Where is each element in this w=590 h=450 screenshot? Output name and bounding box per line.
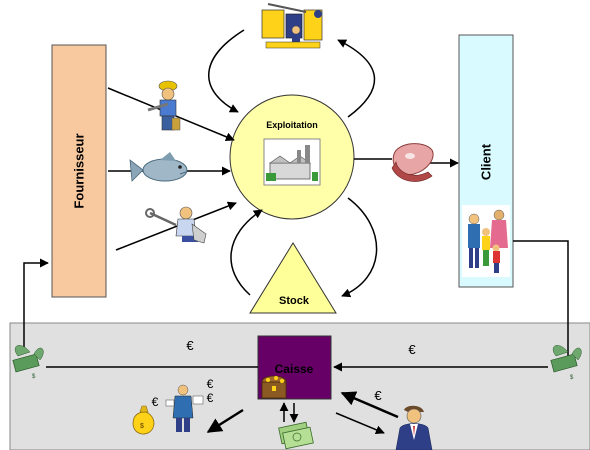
arrow-stock-to-exploitation (230, 209, 263, 296)
repairman-icon (145, 206, 207, 244)
factory-icon (263, 138, 321, 186)
money-bag-icon: $ (132, 405, 155, 435)
treasure-chest-icon (261, 375, 287, 399)
arrow-exploitation-to-machinery (337, 39, 376, 118)
arrow-exploitation-to-stock (341, 197, 378, 298)
client-label: Client (479, 143, 494, 180)
fish-icon (129, 152, 188, 182)
money-wings-icon: $ (550, 345, 582, 381)
worker-icon (147, 80, 181, 131)
svg-text:$: $ (570, 375, 574, 381)
euro-symbol: € (152, 395, 159, 409)
euro-symbol: € (186, 338, 194, 353)
arrow-businessman-to-caisse (340, 391, 399, 419)
caisse-label: Caisse (275, 362, 314, 376)
machinery-icon (261, 3, 323, 49)
arrow-caisse-to-accountant (206, 408, 244, 434)
exploitation-node: Exploitation (229, 94, 355, 220)
svg-text:$: $ (32, 374, 36, 380)
euro-symbol: € (408, 342, 416, 357)
exploitation-label: Exploitation (266, 120, 318, 130)
accountant-icon (165, 384, 204, 432)
banknotes-icon (278, 421, 314, 450)
svg-text:$: $ (140, 423, 144, 430)
stock-label: Stock (279, 295, 310, 307)
arrow-machinery-to-exploitation (208, 29, 245, 113)
arrow-supplier-payment-up (23, 258, 49, 352)
euro-symbol: € (374, 388, 382, 403)
meat-icon (391, 143, 434, 182)
stock-node: Stock (249, 242, 337, 314)
arrow-caisse-to-businessman (335, 412, 385, 435)
euro-symbol: € (207, 391, 214, 405)
arrow-repair-to-exploitation (115, 201, 237, 251)
arrow-client-payment-path (513, 240, 569, 367)
money-wings-icon: $ (12, 345, 44, 380)
family-icon (462, 205, 510, 277)
fournisseur-label: Fournisseur (72, 133, 87, 208)
businessman-icon (395, 405, 433, 450)
euro-symbol: € (207, 377, 214, 391)
fournisseur-box: Fournisseur (51, 44, 107, 298)
